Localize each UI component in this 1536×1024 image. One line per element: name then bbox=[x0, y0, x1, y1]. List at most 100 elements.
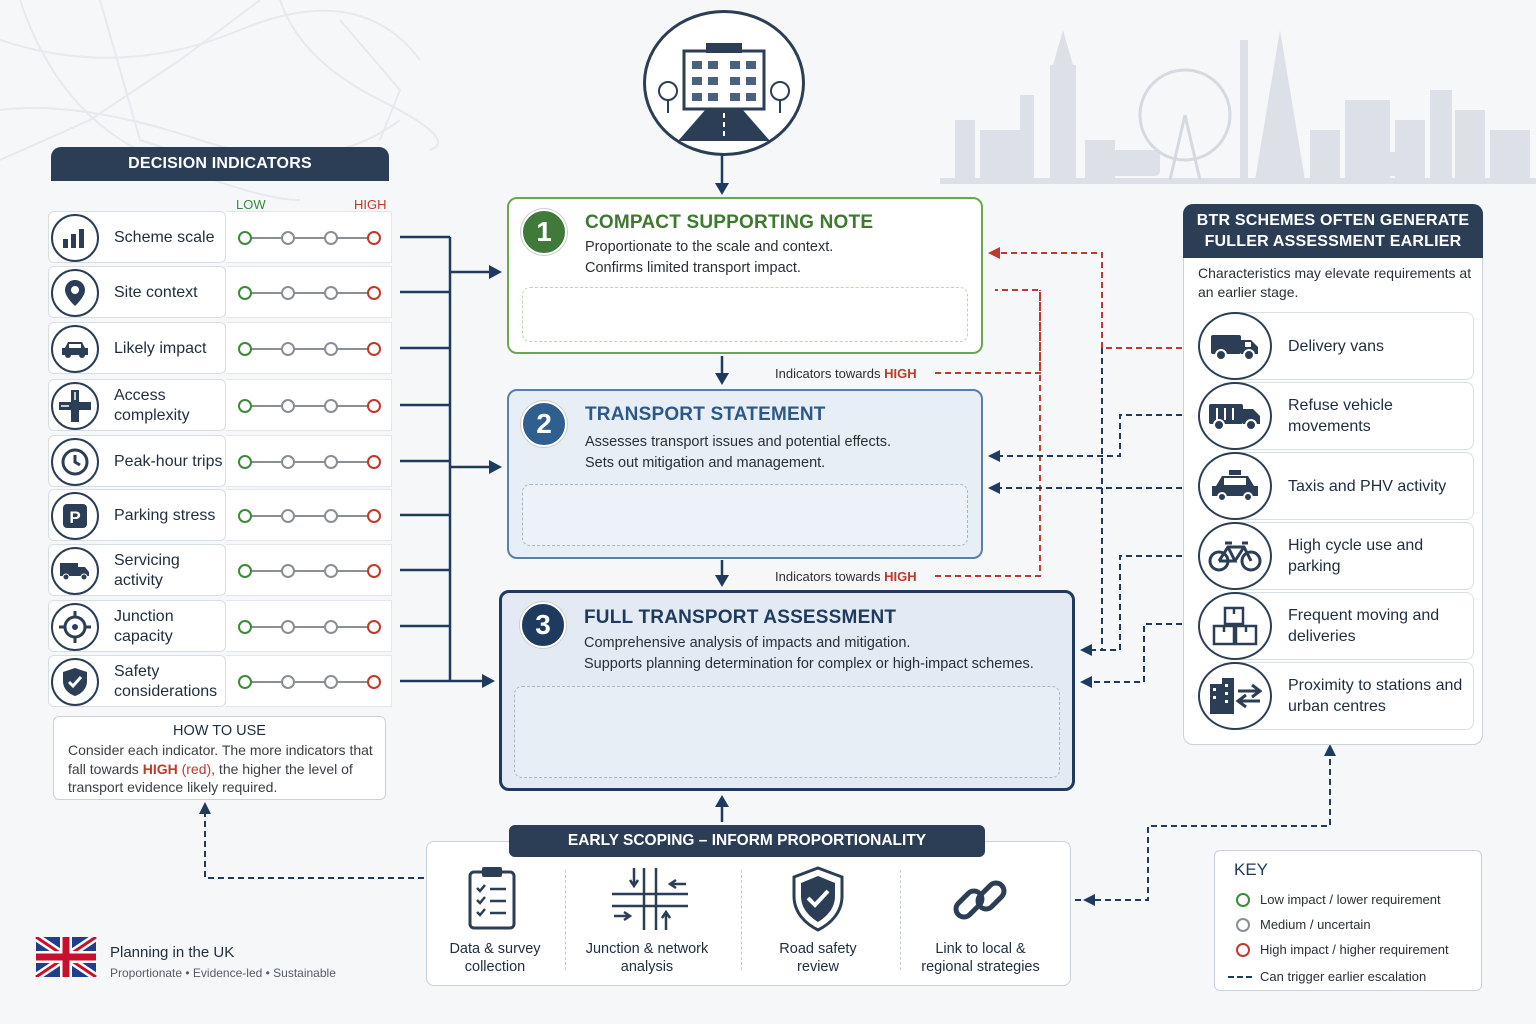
scale-high-dot[interactable] bbox=[367, 455, 381, 469]
scale-medium-dot[interactable] bbox=[324, 342, 338, 356]
btr-item: Taxis and PHV activity bbox=[1196, 452, 1474, 520]
btr-item: High cycle use and parking bbox=[1196, 522, 1474, 590]
indicator-label: Safety considerations bbox=[114, 663, 218, 700]
van-icon bbox=[1198, 312, 1272, 380]
low-label: LOW bbox=[236, 197, 266, 212]
btr-item-label: Delivery vans bbox=[1288, 337, 1385, 355]
scale-medium-dot[interactable] bbox=[281, 620, 295, 634]
scale-medium-dot[interactable] bbox=[281, 342, 295, 356]
indicator-row: Site context bbox=[48, 266, 392, 318]
parking-icon: P bbox=[51, 492, 99, 540]
key-medium: Medium / uncertain bbox=[1236, 917, 1371, 932]
building-icon bbox=[658, 43, 790, 141]
junction-icon bbox=[51, 382, 99, 430]
indicator-row: Safety considerations bbox=[48, 655, 392, 707]
scale-low-dot[interactable] bbox=[238, 509, 252, 523]
stage-1-notes-area bbox=[522, 287, 968, 342]
scale-medium-dot[interactable] bbox=[281, 675, 295, 689]
scale-medium-dot[interactable] bbox=[324, 620, 338, 634]
stage-3-number: 3 bbox=[520, 602, 566, 648]
indicator-label: Site context bbox=[114, 284, 198, 301]
stage-3-desc: Comprehensive analysis of impacts and mi… bbox=[584, 635, 1034, 672]
indicator-label-box: Scheme scale bbox=[48, 211, 226, 263]
indicator-label-box: Access complexity bbox=[48, 379, 226, 431]
stage-1-desc: Proportionate to the scale and context.C… bbox=[585, 239, 834, 276]
scale-medium-dot[interactable] bbox=[281, 564, 295, 578]
bicycle-icon bbox=[1198, 522, 1272, 590]
indicator-label-box: Peak-hour trips bbox=[48, 435, 226, 487]
scale-medium-dot[interactable] bbox=[324, 564, 338, 578]
scale-low-dot[interactable] bbox=[238, 286, 252, 300]
scale-low-dot[interactable] bbox=[238, 675, 252, 689]
key-dashed: Can trigger earlier escalation bbox=[1228, 969, 1426, 984]
scale-medium-dot[interactable] bbox=[281, 455, 295, 469]
btr-item: Proximity to stations and urban centres bbox=[1196, 662, 1474, 730]
stage-3-notes-area bbox=[514, 686, 1060, 778]
indicator-scale bbox=[226, 544, 392, 596]
location-pin-icon bbox=[51, 269, 99, 317]
btr-subtitle: Characteristics may elevate requirements… bbox=[1198, 265, 1472, 300]
scale-high-dot[interactable] bbox=[367, 675, 381, 689]
indicator-scale bbox=[226, 266, 392, 318]
scale-medium-dot[interactable] bbox=[281, 399, 295, 413]
indicator-row: Servicing activity bbox=[48, 544, 392, 596]
scale-low-dot[interactable] bbox=[238, 564, 252, 578]
scale-low-dot[interactable] bbox=[238, 342, 252, 356]
scale-medium-dot[interactable] bbox=[281, 286, 295, 300]
scale-high-dot[interactable] bbox=[367, 509, 381, 523]
btr-item-label: Proximity to stations and urban centres bbox=[1288, 677, 1463, 715]
scale-high-dot[interactable] bbox=[367, 286, 381, 300]
refuse-truck-icon bbox=[1198, 382, 1272, 450]
scale-high-dot[interactable] bbox=[367, 564, 381, 578]
indicator-label-box: P Parking stress bbox=[48, 489, 226, 541]
footer-tagline: Proportionate • Evidence-led • Sustainab… bbox=[110, 966, 336, 980]
network-icon bbox=[612, 868, 688, 930]
how-to-use-title: HOW TO USE bbox=[173, 723, 266, 739]
indicator-label-box: Junction capacity bbox=[48, 600, 226, 652]
key-high: High impact / higher requirement bbox=[1236, 942, 1449, 957]
scale-medium-dot[interactable] bbox=[324, 509, 338, 523]
scale-medium-dot[interactable] bbox=[324, 231, 338, 245]
union-flag-icon bbox=[35, 937, 97, 977]
escalation-label-2: Indicators towards HIGH bbox=[775, 569, 917, 584]
stage-2-notes-area bbox=[522, 484, 968, 546]
chain-link-icon bbox=[953, 880, 1007, 920]
scale-high-dot[interactable] bbox=[367, 231, 381, 245]
indicator-label: Servicing activity bbox=[114, 552, 180, 589]
key-title: KEY bbox=[1234, 860, 1269, 879]
scale-high-dot[interactable] bbox=[367, 399, 381, 413]
indicator-label: Parking stress bbox=[114, 507, 216, 524]
indicator-label: Access complexity bbox=[114, 387, 190, 424]
bar-chart-icon bbox=[51, 214, 99, 262]
station-icon bbox=[1198, 662, 1272, 730]
indicator-scale bbox=[226, 379, 392, 431]
how-to-use-box: HOW TO USE Consider each indicator. The … bbox=[53, 716, 386, 800]
scale-high-dot[interactable] bbox=[367, 342, 381, 356]
indicator-scale bbox=[226, 322, 392, 374]
shield-icon bbox=[51, 658, 99, 706]
scoping-item-local-strategies: Link to local &regional strategies bbox=[921, 941, 1040, 975]
scale-high-dot[interactable] bbox=[367, 620, 381, 634]
indicator-label: Junction capacity bbox=[114, 608, 174, 645]
scale-low-dot[interactable] bbox=[238, 231, 252, 245]
scale-medium-dot[interactable] bbox=[324, 286, 338, 300]
stage-1-number: 1 bbox=[521, 209, 567, 255]
scale-medium-dot[interactable] bbox=[281, 509, 295, 523]
scale-low-dot[interactable] bbox=[238, 620, 252, 634]
scale-low-dot[interactable] bbox=[238, 455, 252, 469]
scale-medium-dot[interactable] bbox=[281, 231, 295, 245]
scale-medium-dot[interactable] bbox=[324, 399, 338, 413]
scale-low-dot[interactable] bbox=[238, 399, 252, 413]
indicator-label: Peak-hour trips bbox=[114, 453, 223, 470]
shield-check-icon bbox=[792, 866, 844, 932]
clipboard-icon bbox=[468, 867, 516, 930]
early-scoping-header: EARLY SCOPING – INFORM PROPORTIONALITY bbox=[509, 825, 985, 857]
scale-medium-dot[interactable] bbox=[324, 455, 338, 469]
scale-medium-dot[interactable] bbox=[324, 675, 338, 689]
indicator-row: Scheme scale bbox=[48, 211, 392, 263]
key-low: Low impact / lower requirement bbox=[1236, 892, 1441, 907]
indicator-label-box: Servicing activity bbox=[48, 544, 226, 596]
